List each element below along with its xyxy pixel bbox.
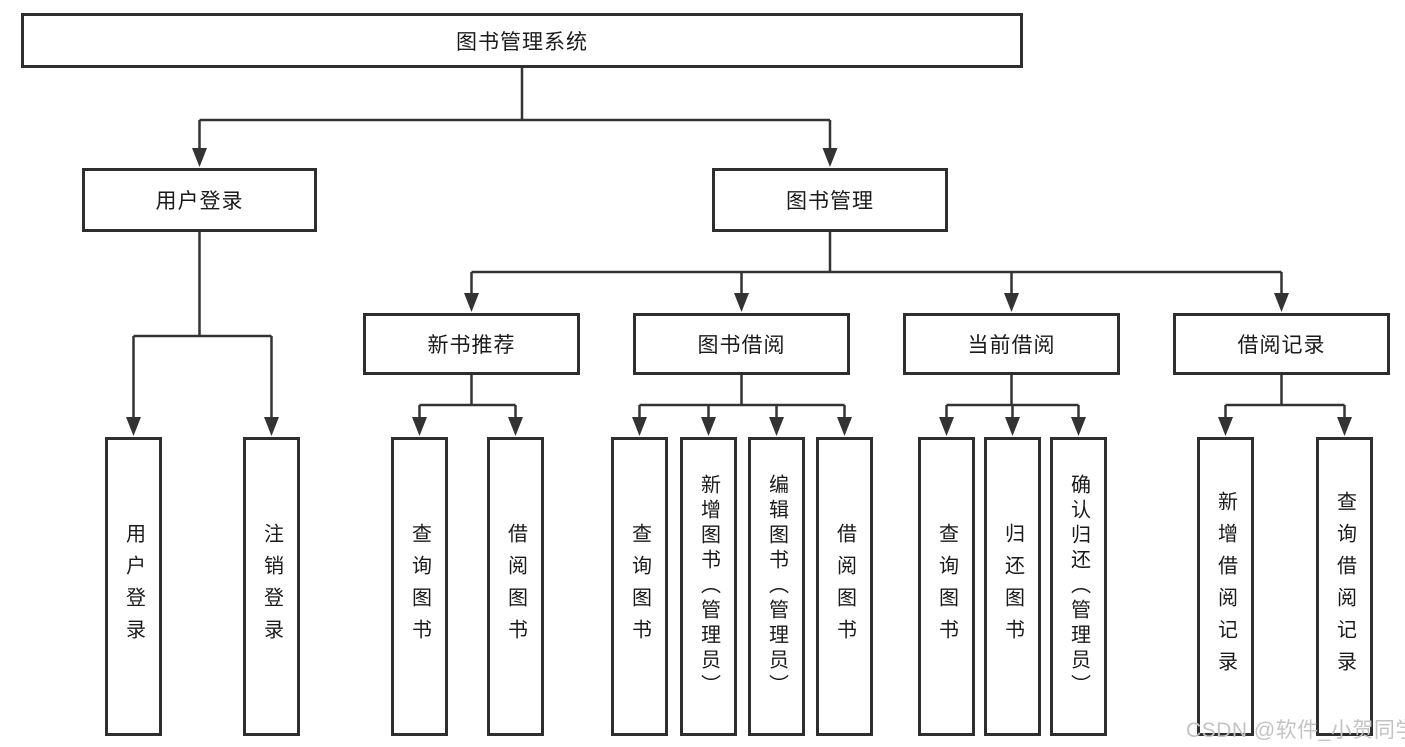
- connector-borrow-record-to-leaves: [1218, 375, 1352, 436]
- arrowhead: [769, 417, 784, 436]
- leaf-label: 借阅图书: [504, 522, 527, 651]
- leaf-confirm-return-admin: 确认归还（管理员）: [1050, 437, 1107, 736]
- connector-book-borrow-to-leaves: [632, 375, 852, 436]
- leaf-query-books-current: 查询图书: [918, 437, 975, 736]
- leaf-logout: 注销登录: [243, 437, 300, 736]
- connector-user-login-to-leaves: [126, 232, 279, 436]
- node-new-book-recommend: 新书推荐: [363, 313, 580, 375]
- leaf-query-borrow-record: 查询借阅记录: [1316, 437, 1373, 736]
- root-node: 图书管理系统: [21, 13, 1023, 68]
- arrowhead: [734, 293, 749, 312]
- leaf-label: 借阅图书: [833, 522, 856, 651]
- connector-root-to-level2: [192, 68, 838, 167]
- leaf-label: 注销登录: [260, 522, 283, 651]
- leaf-label: 编辑图书（管理员）: [765, 474, 788, 699]
- node-label: 图书借阅: [697, 334, 786, 357]
- arrowhead: [837, 417, 852, 436]
- leaf-label: 查询图书: [408, 522, 431, 651]
- arrowhead: [1274, 293, 1289, 312]
- leaf-label: 用户登录: [122, 522, 145, 651]
- leaf-add-borrow-record: 新增借阅记录: [1197, 437, 1254, 736]
- arrowhead: [412, 417, 427, 436]
- leaf-edit-books-admin: 编辑图书（管理员）: [748, 437, 805, 736]
- leaf-borrow-books: 借阅图书: [816, 437, 873, 736]
- arrowhead: [464, 293, 479, 312]
- leaf-add-books-admin: 新增图书（管理员）: [680, 437, 737, 736]
- arrowhead: [632, 417, 647, 436]
- node-label: 图书管理: [786, 190, 874, 213]
- connector-current-borrow-to-leaves: [939, 375, 1086, 436]
- arrowhead: [264, 417, 279, 436]
- node-label: 借阅记录: [1237, 334, 1326, 357]
- arrowhead: [192, 148, 207, 167]
- leaf-label: 查询借阅记录: [1333, 490, 1356, 683]
- leaf-label: 查询图书: [935, 522, 958, 651]
- node-user-login: 用户登录: [82, 168, 317, 232]
- root-node-label: 图书管理系统: [456, 30, 588, 54]
- arrowhead: [939, 417, 954, 436]
- connector-new-book-recommend-to-leaves: [412, 375, 523, 436]
- arrowhead: [1004, 293, 1019, 312]
- node-book-borrow: 图书借阅: [633, 313, 850, 375]
- arrowhead: [126, 417, 141, 436]
- node-label: 当前借阅: [967, 334, 1056, 357]
- leaf-query-books-borrow: 查询图书: [611, 437, 668, 736]
- arrowhead: [701, 417, 716, 436]
- arrowhead: [822, 148, 838, 167]
- leaf-return-books: 归还图书: [984, 437, 1041, 736]
- connector-book-management-to-level3: [464, 232, 1289, 312]
- arrowhead: [1337, 417, 1352, 436]
- leaf-label: 归还图书: [1001, 522, 1024, 651]
- leaf-label: 确认归还（管理员）: [1067, 474, 1090, 699]
- node-current-borrow: 当前借阅: [903, 313, 1120, 375]
- leaf-label: 查询图书: [628, 522, 651, 651]
- node-book-management: 图书管理: [712, 168, 948, 232]
- arrowhead: [1218, 417, 1233, 436]
- arrowhead: [1071, 417, 1086, 436]
- leaf-borrow-books-recommend: 借阅图书: [487, 437, 544, 736]
- leaf-query-books-recommend: 查询图书: [391, 437, 448, 736]
- leaf-user-login: 用户登录: [105, 437, 162, 736]
- node-borrow-record: 借阅记录: [1173, 313, 1390, 375]
- node-label: 新书推荐: [427, 334, 516, 357]
- leaf-label: 新增借阅记录: [1214, 490, 1237, 683]
- node-label: 用户登录: [155, 190, 244, 213]
- leaf-label: 新增图书（管理员）: [697, 474, 720, 699]
- csdn-watermark: CSDN @软件_小贺同学: [1186, 719, 1405, 742]
- arrowhead: [1005, 417, 1020, 436]
- arrowhead: [508, 417, 523, 436]
